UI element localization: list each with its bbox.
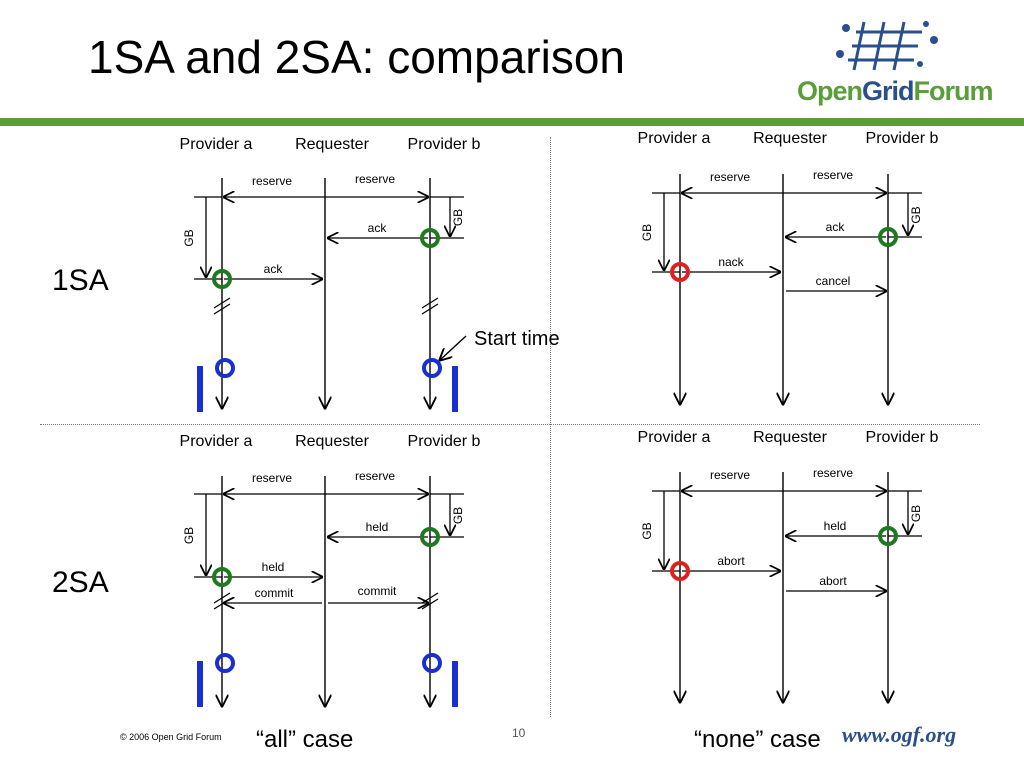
page-number: 10: [512, 726, 526, 740]
lifeline-header: Provider b: [866, 130, 939, 147]
message-label: commit: [255, 586, 294, 600]
lifeline-header: Provider b: [408, 136, 481, 153]
time-break: [213, 303, 231, 315]
slide-title: 1SA and 2SA: comparison: [88, 31, 625, 83]
start-time-label: Start time: [474, 328, 560, 350]
message-label: reserve: [813, 466, 853, 480]
time-break: [421, 297, 439, 309]
lifeline-header: Requester: [753, 429, 827, 446]
start-time-circle: [422, 358, 442, 378]
status-circle-ok: [420, 527, 440, 547]
gb-label: GB: [451, 209, 465, 226]
start-time-bar: [197, 661, 203, 707]
start-time-bar: [452, 661, 458, 707]
time-break: [421, 598, 439, 610]
status-circle-ok: [212, 567, 232, 587]
gb-label: GB: [909, 505, 923, 522]
gb-label: GB: [640, 224, 654, 241]
message-label: reserve: [355, 469, 395, 483]
message-label: ack: [368, 221, 388, 235]
message-label: reserve: [710, 170, 750, 184]
time-break: [213, 598, 231, 610]
start-time-pointer: [440, 335, 467, 360]
message-label: ack: [826, 220, 846, 234]
gb-label: GB: [909, 206, 923, 223]
message-label: abort: [717, 554, 745, 568]
status-circle-fail: [670, 262, 690, 282]
message-label: reserve: [813, 168, 853, 182]
lifeline-header: Provider a: [638, 130, 711, 147]
message-label: ack: [264, 262, 284, 276]
column-divider: [550, 137, 551, 717]
message-label: reserve: [252, 174, 292, 188]
row-label-1sa: 1SA: [52, 264, 109, 297]
lifeline-header: Requester: [753, 130, 827, 147]
message-label: reserve: [710, 468, 750, 482]
status-circle-ok: [420, 228, 440, 248]
gb-label: GB: [182, 527, 196, 544]
start-time-bar: [197, 366, 203, 412]
row-label-2sa: 2SA: [52, 566, 109, 599]
start-time-bar: [452, 366, 458, 412]
lifeline-header: Provider a: [180, 433, 253, 450]
lifeline-header: Provider b: [866, 429, 939, 446]
time-break: [213, 592, 231, 604]
lifeline-header: Requester: [295, 433, 369, 450]
message-label: cancel: [816, 274, 851, 288]
message-label: reserve: [252, 471, 292, 485]
time-break: [421, 303, 439, 315]
header-divider: [0, 118, 1024, 126]
gb-label: GB: [640, 522, 654, 539]
lifeline-header: Provider b: [408, 433, 481, 450]
ogf-logo-icon: [836, 21, 938, 71]
message-label: abort: [819, 574, 847, 588]
message-label: held: [262, 560, 285, 574]
message-label: held: [824, 519, 847, 533]
footer-copyright: © 2006 Open Grid Forum: [120, 732, 222, 742]
message-label: commit: [358, 584, 397, 598]
message-label: nack: [718, 255, 744, 269]
status-circle-ok: [878, 526, 898, 546]
footer-url[interactable]: www.ogf.org: [842, 722, 957, 747]
message-label: reserve: [355, 172, 395, 186]
start-time-circle: [215, 653, 235, 673]
gb-label: GB: [451, 507, 465, 524]
gb-label: GB: [182, 229, 196, 246]
status-circle-fail: [670, 561, 690, 581]
status-circle-ok: [212, 269, 232, 289]
time-break: [421, 592, 439, 604]
ogf-logo-text: OpenGridForum: [797, 76, 994, 106]
case-label-all: “all” case: [256, 726, 354, 753]
start-time-circle: [215, 358, 235, 378]
lifeline-header: Provider a: [180, 136, 253, 153]
lifeline-header: Requester: [295, 136, 369, 153]
lifeline-header: Provider a: [638, 429, 711, 446]
start-time-circle: [422, 653, 442, 673]
message-label: held: [366, 520, 389, 534]
time-break: [213, 297, 231, 309]
status-circle-ok: [878, 227, 898, 247]
row-divider: [40, 424, 980, 425]
case-label-none: “none” case: [694, 726, 821, 753]
